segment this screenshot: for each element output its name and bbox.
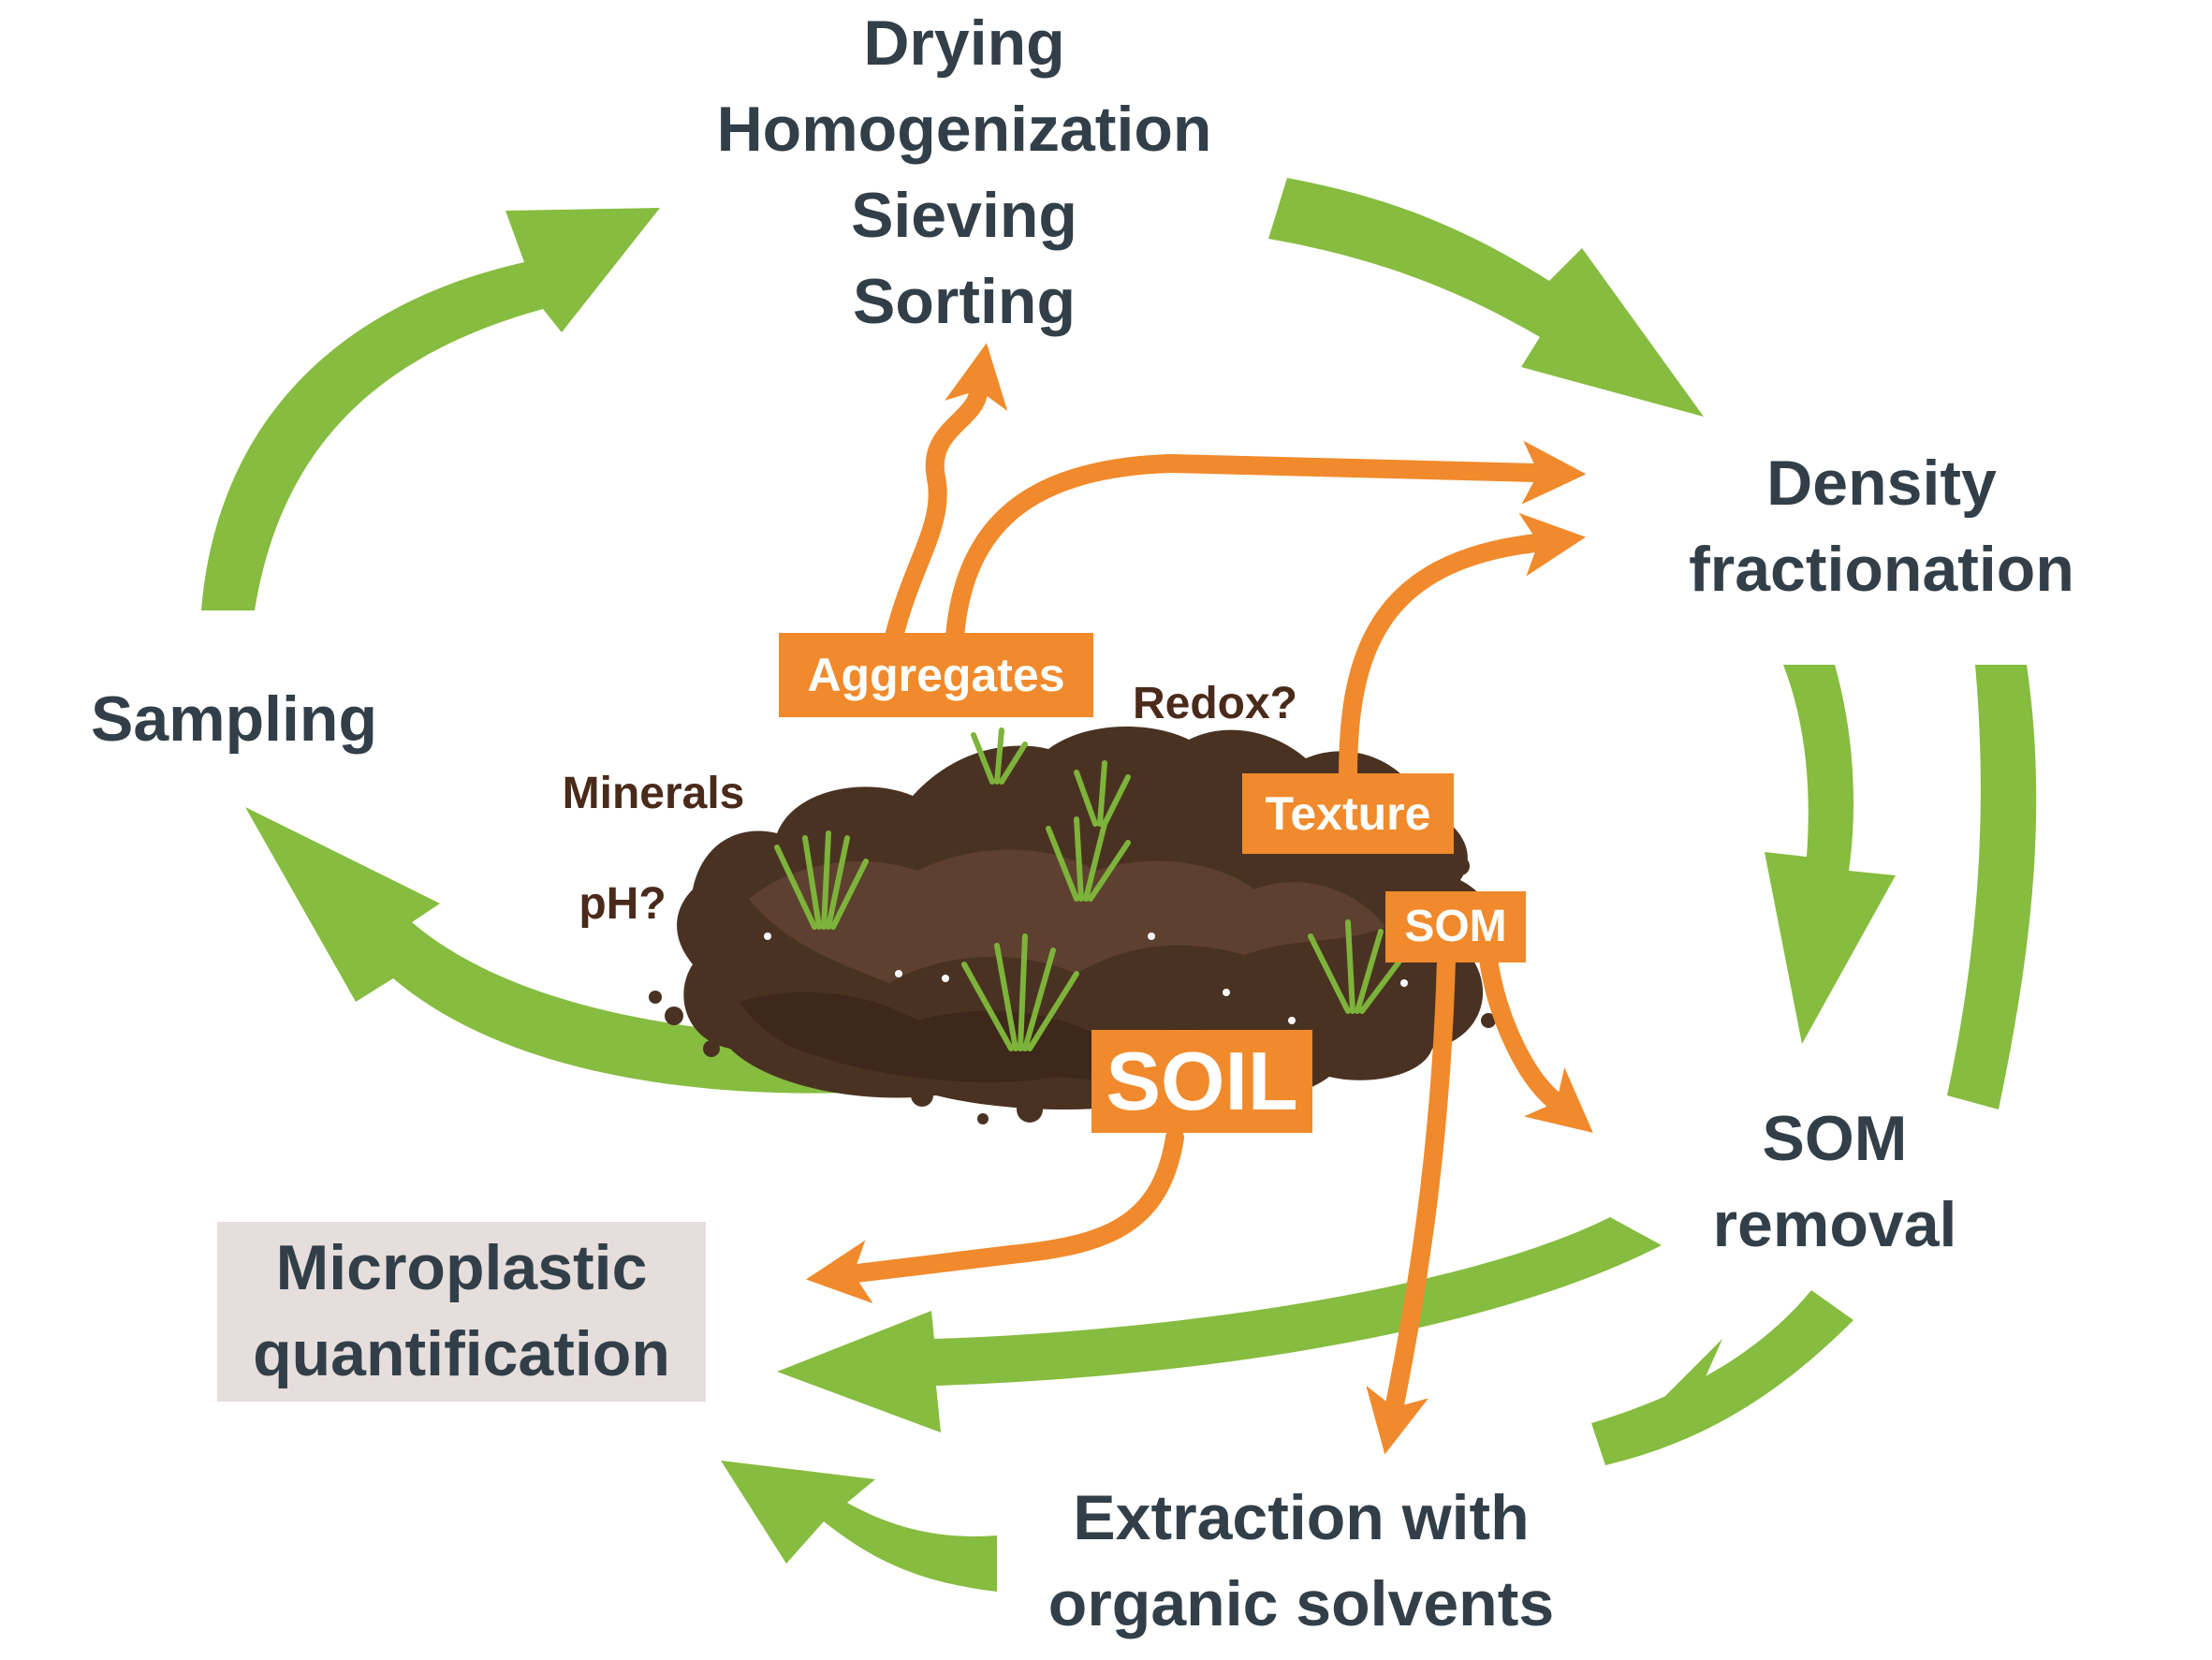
soil-tag: SOIL bbox=[1091, 1030, 1312, 1133]
arrow-density-to-som-removal bbox=[1765, 665, 1896, 1044]
arrow-som-to-extraction bbox=[1366, 950, 1456, 1455]
step-homogenization: Homogenization bbox=[716, 94, 1212, 165]
extraction-label: Extraction with organic solvents bbox=[1047, 1482, 1555, 1639]
green-cycle-arrows bbox=[201, 178, 2037, 1592]
grass-tufts bbox=[774, 727, 1407, 1051]
arrow-extraction-to-microplastic bbox=[721, 1461, 997, 1592]
sampling-label: Sampling bbox=[90, 683, 378, 755]
arrow-texture-to-density bbox=[1339, 512, 1587, 786]
arrow-som-to-som-removal bbox=[1479, 950, 1593, 1133]
step-sieving: Sieving bbox=[851, 180, 1077, 251]
arrow-drying-to-density bbox=[1268, 178, 1704, 417]
arrow-aggregates-to-drying bbox=[885, 343, 1008, 646]
density-fractionation-label: Density fractionation bbox=[1689, 448, 2074, 605]
arrow-density-to-extraction-long bbox=[1947, 665, 2037, 1109]
step-sorting: Sorting bbox=[853, 266, 1076, 337]
redox-label: Redox? bbox=[1132, 679, 1297, 728]
minerals-label: Minerals bbox=[562, 769, 745, 818]
ph-label: pH? bbox=[579, 879, 667, 929]
microplastic-box bbox=[217, 1222, 706, 1402]
som-removal-label: SOM removal bbox=[1712, 1103, 1957, 1260]
som-tag: SOM bbox=[1385, 891, 1526, 962]
prep-steps-label: Drying Homogenization Sieving Sorting bbox=[637, 0, 1292, 345]
orange-arrows bbox=[805, 343, 1593, 1455]
arrow-soil-to-microplastic bbox=[805, 1128, 1184, 1304]
texture-tag: Texture bbox=[1242, 773, 1454, 854]
arrow-aggregates-to-density bbox=[945, 440, 1587, 646]
microplastic-quantification-label: Microplastic quantification bbox=[253, 1232, 670, 1389]
arrow-sampling-to-drying bbox=[201, 208, 660, 610]
aggregates-tag: Aggregates bbox=[779, 633, 1093, 717]
step-drying: Drying bbox=[863, 7, 1065, 79]
arrow-som-removal-to-microplastic bbox=[777, 1217, 1662, 1432]
